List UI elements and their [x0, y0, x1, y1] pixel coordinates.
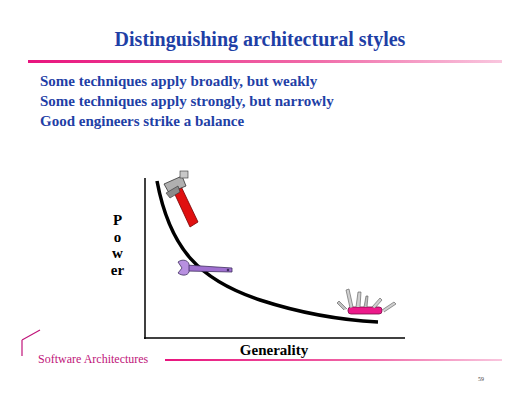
tradeoff-curve [157, 181, 378, 322]
title-rule [28, 60, 502, 63]
page-number: 59 [478, 376, 484, 382]
y-axis-label: Power [110, 212, 125, 278]
bullet-text: Good engineers strike a balance [40, 113, 244, 130]
bullet-text: Some techniques apply strongly, but narr… [40, 93, 334, 110]
slide-title: Distinguishing architectural styles [115, 28, 406, 51]
footer-rule [165, 359, 502, 361]
y-axis [144, 178, 146, 339]
swiss-army-knife [337, 289, 396, 314]
bullet-text: Some techniques apply broadly, but weakl… [40, 73, 317, 90]
x-axis [144, 337, 405, 339]
x-axis-label: Generality [240, 342, 308, 359]
adjustable-wrench [178, 260, 232, 275]
footer-text: Software Architectures [38, 352, 148, 367]
pipe-wrench [164, 171, 198, 227]
footer-logo [22, 330, 40, 356]
